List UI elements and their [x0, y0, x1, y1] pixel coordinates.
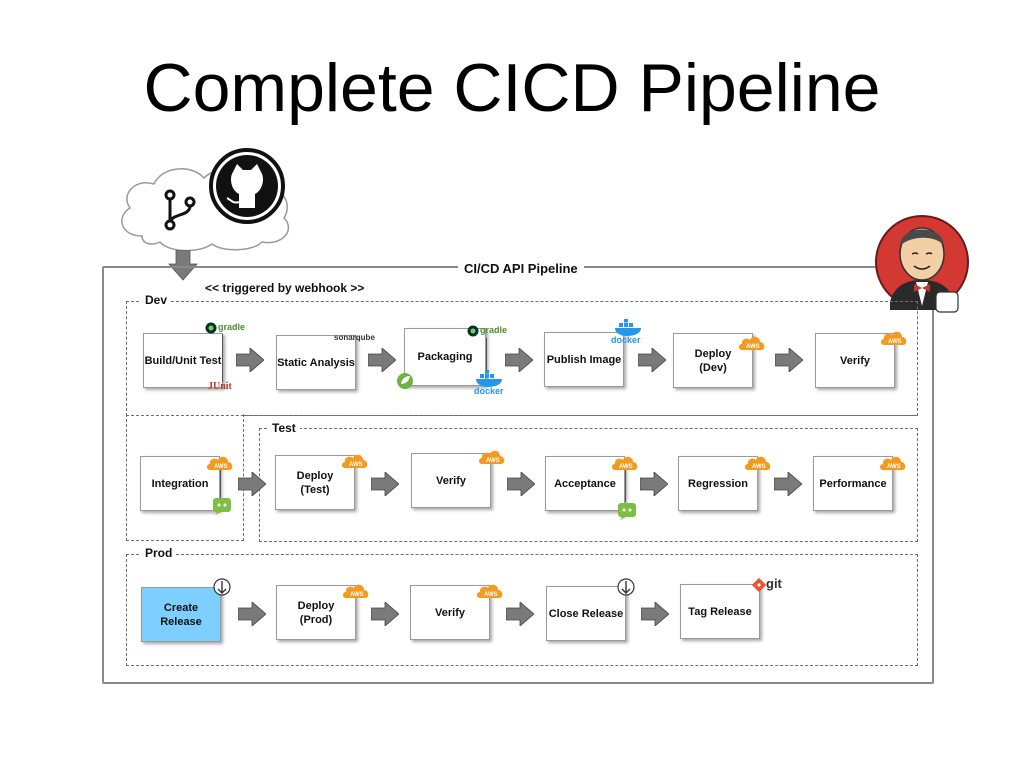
stage-build-unit-test[interactable]: Build/Unit Test: [143, 333, 223, 388]
prod-group: [126, 554, 918, 666]
git-logo-text: git: [766, 576, 782, 591]
flow-arrow: [371, 602, 399, 626]
flow-arrow: [638, 348, 666, 372]
stage-performance[interactable]: Performance: [813, 456, 893, 511]
connector-line: [625, 470, 626, 502]
flow-arrow: [505, 348, 533, 372]
svg-text:AWS: AWS: [350, 592, 364, 598]
hand-release-icon: [213, 578, 231, 596]
spring-leaf-icon: [397, 373, 413, 389]
stage-create-release[interactable]: Create Release: [141, 587, 221, 642]
git-logo-icon: [752, 578, 766, 592]
aws-cloud-icon: AWS: [479, 450, 505, 464]
slide-title: Complete CICD Pipeline: [143, 50, 881, 126]
stage-verify-prod[interactable]: Verify: [410, 585, 490, 640]
connector-line: [222, 334, 223, 382]
flow-arrow: [774, 472, 802, 496]
gradle-elephant-icon: [467, 325, 479, 337]
gradle-logo-text: gradle: [480, 325, 508, 335]
aws-cloud-icon: AWS: [477, 584, 503, 598]
flow-arrow: [368, 348, 396, 372]
stage-integration[interactable]: Integration: [140, 456, 220, 511]
flow-arrow: [506, 602, 534, 626]
flow-arrow: [238, 472, 266, 496]
svg-text:AWS: AWS: [486, 458, 500, 464]
connector-line: [220, 470, 221, 498]
stage-tag-release[interactable]: Tag Release: [680, 584, 760, 639]
stage-deploy-dev[interactable]: Deploy (Dev): [673, 333, 753, 388]
test-group-top-border: [244, 415, 916, 418]
webhook-trigger-label: << triggered by webhook >>: [205, 281, 365, 295]
svg-text:AWS: AWS: [484, 592, 498, 598]
aws-cloud-icon: AWS: [881, 331, 907, 345]
aws-cloud-icon: AWS: [612, 456, 638, 470]
svg-text:AWS: AWS: [752, 464, 766, 470]
svg-text:AWS: AWS: [888, 339, 902, 345]
git-branch-icon: [164, 189, 196, 231]
pipeline-title: CI/CD API Pipeline: [458, 261, 584, 276]
docker-whale-icon: [476, 370, 502, 387]
stage-deploy-test[interactable]: Deploy (Test): [275, 455, 355, 510]
junit-logo-text: JUnit: [208, 381, 232, 392]
gradle-elephant-icon: [205, 322, 217, 334]
flow-arrow: [507, 472, 535, 496]
svg-text:AWS: AWS: [619, 464, 633, 470]
prod-group-label: Prod: [141, 546, 177, 560]
flow-arrow: [236, 348, 264, 372]
jenkins-butler-icon: [875, 215, 969, 313]
stage-verify-test[interactable]: Verify: [411, 453, 491, 508]
svg-text:AWS: AWS: [887, 464, 901, 470]
flow-arrow: [371, 472, 399, 496]
docker-logo-text: docker: [474, 386, 504, 396]
stage-packaging[interactable]: Packaging: [404, 328, 486, 386]
stage-close-release[interactable]: Close Release: [546, 586, 626, 641]
aws-cloud-icon: AWS: [343, 584, 369, 598]
stage-acceptance[interactable]: Acceptance: [545, 456, 625, 511]
github-octocat-icon: [209, 148, 285, 224]
svg-text:AWS: AWS: [349, 462, 363, 468]
docker-whale-icon: [615, 319, 641, 336]
flow-arrow: [238, 602, 266, 626]
cucumber-icon: [618, 503, 636, 520]
hand-release-icon: [617, 578, 635, 596]
aws-cloud-icon: AWS: [739, 336, 765, 350]
stage-publish-image[interactable]: Publish Image: [544, 332, 624, 387]
aws-cloud-icon: AWS: [880, 456, 906, 470]
flow-arrow: [641, 602, 669, 626]
dev-group-label: Dev: [141, 293, 172, 307]
svg-text:AWS: AWS: [746, 344, 760, 350]
flow-arrow: [775, 348, 803, 372]
dev-group-extension: [126, 414, 244, 541]
stage-static-analysis[interactable]: Static Analysis: [276, 335, 356, 390]
docker-logo-text: docker: [611, 335, 641, 345]
gradle-logo-text: gradle: [218, 322, 246, 332]
test-group-label: Test: [268, 421, 300, 435]
aws-cloud-icon: AWS: [745, 456, 771, 470]
connector-line: [486, 338, 487, 372]
stage-regression[interactable]: Regression: [678, 456, 758, 511]
webhook-down-arrow: [168, 250, 198, 281]
aws-cloud-icon: AWS: [207, 456, 233, 470]
stage-deploy-prod[interactable]: Deploy (Prod): [276, 585, 356, 640]
svg-text:AWS: AWS: [214, 464, 228, 470]
sonarqube-logo-text: sonarqube: [334, 333, 375, 342]
flow-arrow: [640, 472, 668, 496]
cucumber-icon: [213, 498, 231, 515]
aws-cloud-icon: AWS: [342, 454, 368, 468]
